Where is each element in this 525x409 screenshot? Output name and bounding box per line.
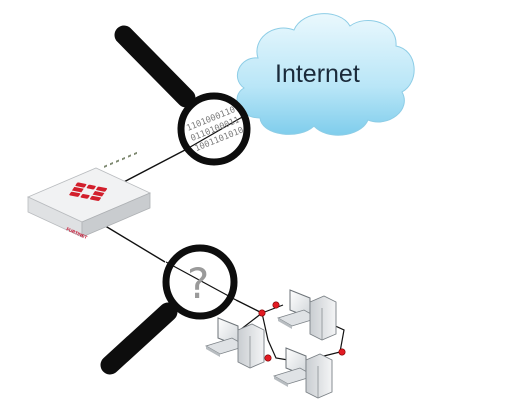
cloud-label: Internet	[275, 60, 360, 88]
line-top-lens-to-firewall	[119, 149, 186, 185]
workstation	[272, 347, 333, 399]
line-firewall-to-bottom-lens	[101, 223, 166, 263]
firewall-side-face	[81, 192, 151, 238]
connection-node	[264, 354, 272, 362]
lan-network	[204, 289, 346, 399]
connection-node	[272, 301, 280, 309]
fortinet-logo	[69, 182, 108, 201]
tower-icon	[305, 353, 333, 399]
connection-node	[258, 309, 266, 317]
connection-nodes	[258, 301, 346, 362]
bottom-magnifier-rim	[162, 244, 238, 320]
workstation	[276, 289, 337, 341]
firewall-appliance: FURTINET	[27, 151, 151, 240]
workstation	[204, 317, 265, 369]
connection-node	[338, 348, 346, 356]
bottom-lens-line	[165, 261, 237, 301]
top-magnifier-rim	[177, 92, 251, 166]
line-bottom-lens-to-network	[235, 299, 263, 314]
unknown-traffic-symbol: ?	[187, 259, 209, 308]
firewall-ports	[104, 151, 137, 168]
top-magnifier: 1101000110 0110100011 1001101010	[114, 25, 251, 166]
bottom-magnifier-handle	[100, 302, 178, 375]
tower-icon	[309, 295, 337, 341]
top-magnifier-handle	[114, 25, 196, 108]
bottom-magnifier: ?	[100, 244, 238, 375]
top-lens-divider	[184, 115, 245, 151]
internet-cloud: Internet	[236, 13, 415, 136]
tower-icon	[237, 323, 265, 369]
